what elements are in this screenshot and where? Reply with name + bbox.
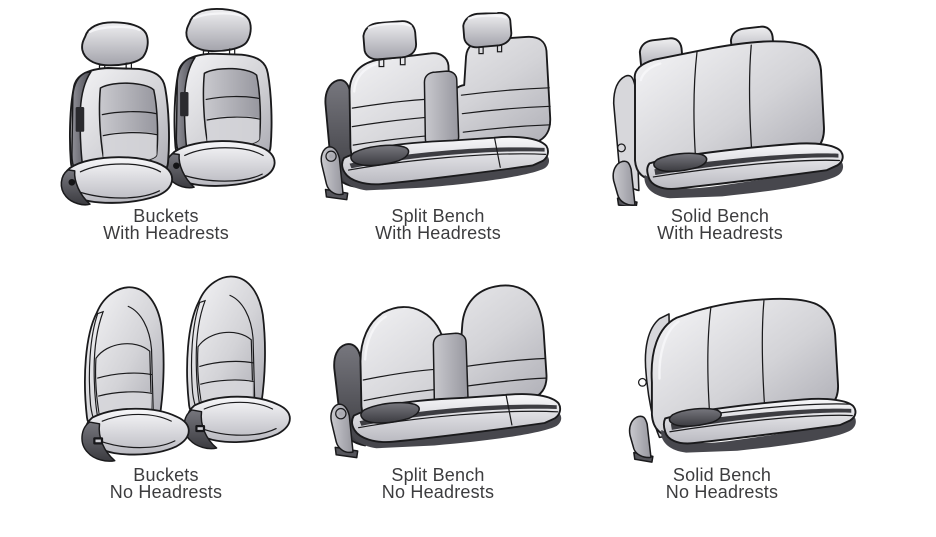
- seat-style-label: Solid Bench No Headrests: [602, 465, 842, 502]
- seat-style-title: Buckets: [133, 465, 199, 485]
- seat-style-label: Buckets No Headrests: [46, 465, 286, 502]
- seat-style-subtitle: With Headrests: [657, 223, 783, 243]
- seat-style-label: Split Bench No Headrests: [318, 465, 558, 502]
- bucket-seats-no-headrests-illustration: [81, 275, 291, 463]
- split-bench-with-headrests-illustration: [320, 12, 552, 201]
- cell-solid-bench-no-headrests: [604, 276, 884, 464]
- seat-style-subtitle: No Headrests: [381, 482, 495, 502]
- seat-style-subtitle: No Headrests: [665, 482, 779, 502]
- seat-style-title: Split Bench: [391, 465, 485, 485]
- seat-style-label: Solid Bench With Headrests: [600, 206, 840, 243]
- solid-bench-with-headrests-illustration: [612, 25, 844, 206]
- seat-style-label: Split Bench With Headrests: [318, 206, 558, 243]
- split-bench-no-headrests-illustration: [330, 284, 562, 459]
- cell-buckets-with-headrests: [54, 8, 284, 208]
- bucket-seats-with-headrests-illustration: [60, 8, 276, 206]
- seat-style-subtitle: With Headrests: [375, 223, 501, 243]
- seat-style-title: Solid Bench: [672, 465, 772, 485]
- cell-solid-bench-with-headrests: [596, 20, 860, 206]
- cell-buckets-no-headrests: [78, 260, 304, 466]
- cell-split-bench-with-headrests: [303, 12, 581, 208]
- seat-style-subtitle: With Headrests: [103, 223, 229, 243]
- seat-style-title: Solid Bench: [670, 206, 770, 226]
- seat-style-title: Split Bench: [391, 206, 485, 226]
- seat-style-subtitle: No Headrests: [109, 482, 223, 502]
- solid-bench-no-headrests-illustration: [628, 297, 857, 463]
- cell-split-bench-no-headrests: [314, 266, 592, 466]
- seat-style-title: Buckets: [133, 206, 199, 226]
- seat-style-label: Buckets With Headrests: [46, 206, 286, 243]
